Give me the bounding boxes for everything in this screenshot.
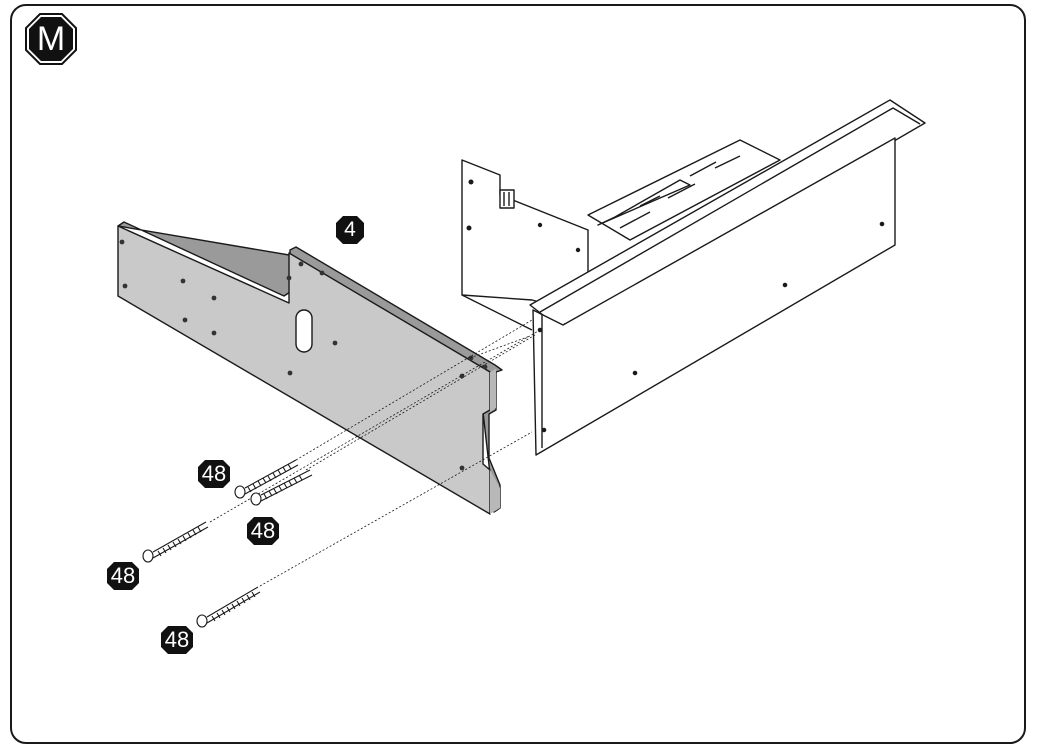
screw-badge-icon bbox=[247, 517, 279, 545]
screw-4 bbox=[196, 586, 261, 628]
screw-badge-icon bbox=[198, 460, 230, 488]
screw-number: 48 bbox=[164, 627, 190, 652]
screw-3 bbox=[142, 521, 209, 563]
step-badge-octagon-icon bbox=[25, 13, 77, 65]
panel-slot bbox=[295, 309, 313, 353]
screw-2 bbox=[250, 469, 313, 506]
screw-callout-4: 48 bbox=[160, 625, 194, 655]
screw-badge-icon bbox=[107, 562, 139, 590]
screw-number: 48 bbox=[201, 461, 227, 486]
panel-face bbox=[117, 225, 491, 515]
screws bbox=[142, 459, 313, 628]
screw-callout-3: 48 bbox=[106, 561, 140, 591]
part-4-badge-icon bbox=[336, 216, 364, 244]
screw-number: 48 bbox=[110, 563, 136, 588]
screw-badge-icon bbox=[161, 626, 193, 654]
connector-block bbox=[499, 189, 515, 209]
screw-1 bbox=[234, 459, 299, 499]
side-panel bbox=[532, 137, 896, 456]
step-badge: M bbox=[25, 13, 77, 65]
assembly-drawing bbox=[117, 99, 926, 628]
step-label: M bbox=[36, 20, 66, 58]
screw-number: 48 bbox=[250, 518, 276, 543]
screw-callout-1: 48 bbox=[197, 459, 231, 489]
screw-callout-2: 48 bbox=[246, 516, 280, 546]
part-4-number: 4 bbox=[344, 218, 356, 241]
part-4-callout: 4 bbox=[335, 215, 365, 245]
